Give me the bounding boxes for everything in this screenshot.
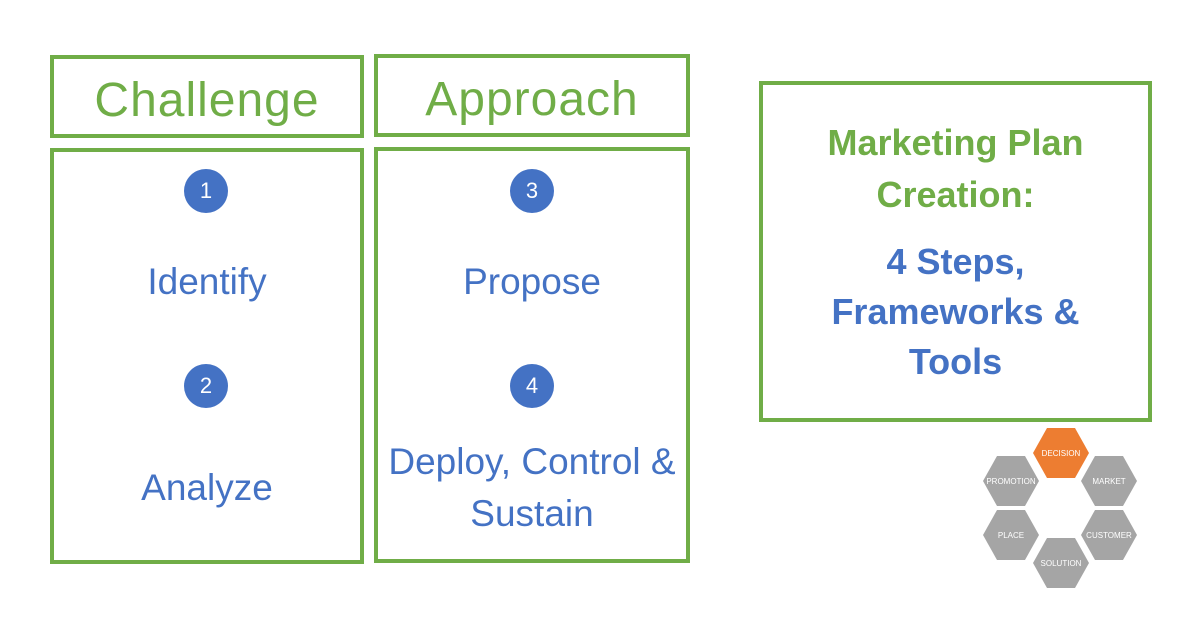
step-4-badge: 4 bbox=[510, 364, 554, 408]
hex-solution-label: SOLUTION bbox=[1041, 559, 1082, 568]
title-subheading: 4 Steps, Frameworks & Tools bbox=[831, 241, 1080, 382]
step-2-badge: 2 bbox=[184, 364, 228, 408]
hex-market-label: MARKET bbox=[1092, 477, 1125, 486]
hex-decision-label: DECISION bbox=[1042, 449, 1081, 458]
hex-place-label: PLACE bbox=[998, 531, 1024, 540]
approach-header-box: Approach bbox=[374, 54, 690, 137]
hex-place: PLACE bbox=[983, 510, 1039, 560]
step-2-label: Analyze bbox=[141, 467, 273, 508]
hex-decision: DECISION bbox=[1033, 428, 1089, 478]
hex-promotion-label: PROMOTION bbox=[986, 477, 1036, 486]
challenge-panel: 1 Identify 2 Analyze bbox=[50, 148, 364, 564]
hex-customer-label: CUSTOMER bbox=[1086, 531, 1132, 540]
challenge-header-title: Challenge bbox=[94, 74, 320, 127]
approach-header-title: Approach bbox=[425, 73, 639, 126]
step-3-label: Propose bbox=[463, 261, 601, 302]
hex-solution: SOLUTION bbox=[1033, 538, 1089, 588]
title-heading: Marketing Plan Creation: bbox=[827, 122, 1084, 215]
challenge-header-box: Challenge bbox=[50, 55, 364, 138]
step-4-label: Deploy, Control & Sustain bbox=[388, 441, 676, 534]
hex-promotion: PROMOTION bbox=[983, 456, 1039, 506]
hex-customer: CUSTOMER bbox=[1081, 510, 1137, 560]
hex-market: MARKET bbox=[1081, 456, 1137, 506]
approach-panel: 3 Propose 4 Deploy, Control & Sustain bbox=[374, 147, 690, 563]
marketing-hexagon-diagram: DECISION PROMOTION MARKET PLACE CUSTOMER… bbox=[983, 428, 1137, 588]
step-1-badge: 1 bbox=[184, 169, 228, 213]
title-panel: Marketing Plan Creation: 4 Steps, Framew… bbox=[759, 81, 1152, 422]
step-1-label: Identify bbox=[147, 261, 267, 302]
step-3-badge: 3 bbox=[510, 169, 554, 213]
